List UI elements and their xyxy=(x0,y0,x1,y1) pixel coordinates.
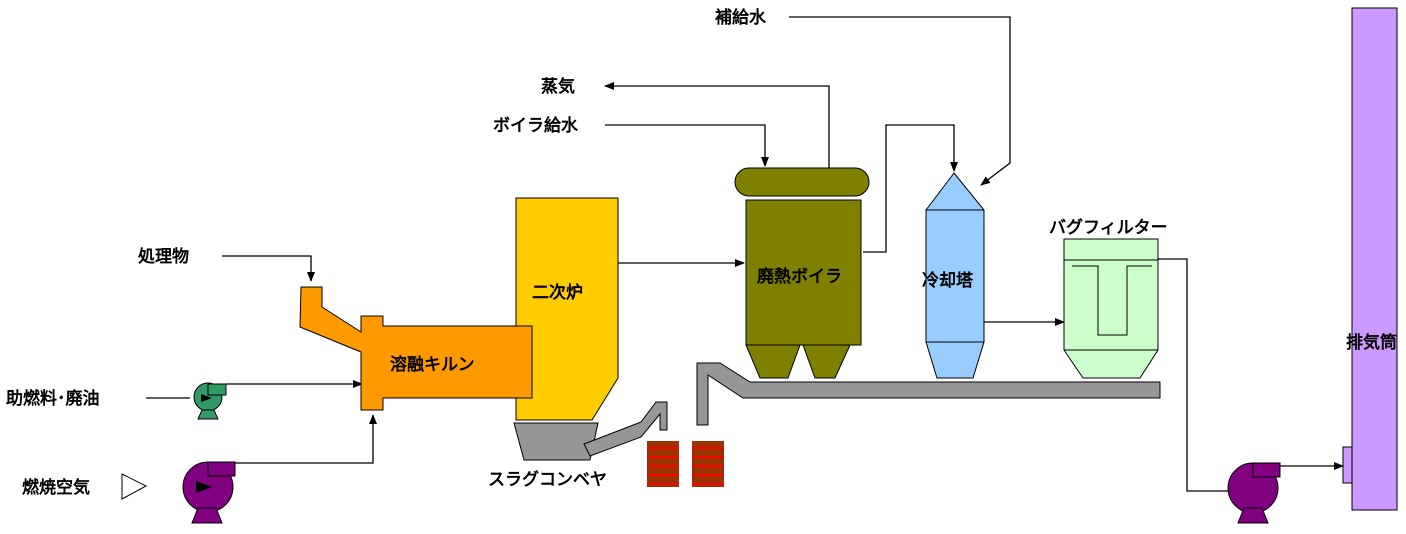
steam-line xyxy=(604,82,830,168)
ash-conveyor xyxy=(696,362,1161,426)
feedwater-line xyxy=(605,124,769,167)
induced-draft-fan xyxy=(1227,462,1281,524)
stack-label: 排気筒 xyxy=(1346,332,1397,353)
kiln-label: 溶融キルン xyxy=(390,354,475,375)
aux-fuel-label: 助燃料･廃油 xyxy=(6,388,100,409)
slag-container xyxy=(692,441,724,487)
makeup-water-line xyxy=(789,16,1011,186)
cooling-tower-label: 冷却塔 xyxy=(922,270,974,291)
slag-container xyxy=(647,441,679,487)
connector-lines xyxy=(146,16,1344,492)
material-feed-line xyxy=(222,255,315,282)
aux-fuel-pump xyxy=(193,382,227,420)
boiler-feedwater-label: ボイラ給水 xyxy=(493,115,579,136)
air-feed-line xyxy=(235,414,377,464)
boiler-to-cooling-line xyxy=(863,124,958,253)
processed-material-label: 処理物 xyxy=(137,246,189,267)
melting-kiln xyxy=(299,286,533,411)
secondary-furnace-label: 二次炉 xyxy=(532,282,583,303)
bag-filter xyxy=(1063,238,1159,379)
cooling-tower xyxy=(925,172,985,379)
exhaust-stack xyxy=(1342,7,1398,511)
combustion-air-fan xyxy=(121,461,236,524)
combustion-air-label: 燃焼空気 xyxy=(22,477,90,498)
slag-conveyor-label: スラグコンベヤ xyxy=(488,469,607,490)
steam-label: 蒸気 xyxy=(541,76,575,97)
slag-conveyor xyxy=(513,401,668,461)
filter-to-fan-line xyxy=(1158,258,1228,492)
waste-heat-boiler-label: 廃熱ボイラ xyxy=(757,266,842,287)
makeup-water-label: 補給水 xyxy=(714,7,767,28)
text-labels: 処理物 助燃料･廃油 燃焼空気 溶融キルン 二次炉 スラグコンベヤ 蒸気 ボイラ… xyxy=(6,7,1397,498)
bag-filter-label: バグフィルター xyxy=(1049,217,1168,238)
waste-heat-boiler xyxy=(734,167,870,379)
slag-containers xyxy=(647,441,724,487)
